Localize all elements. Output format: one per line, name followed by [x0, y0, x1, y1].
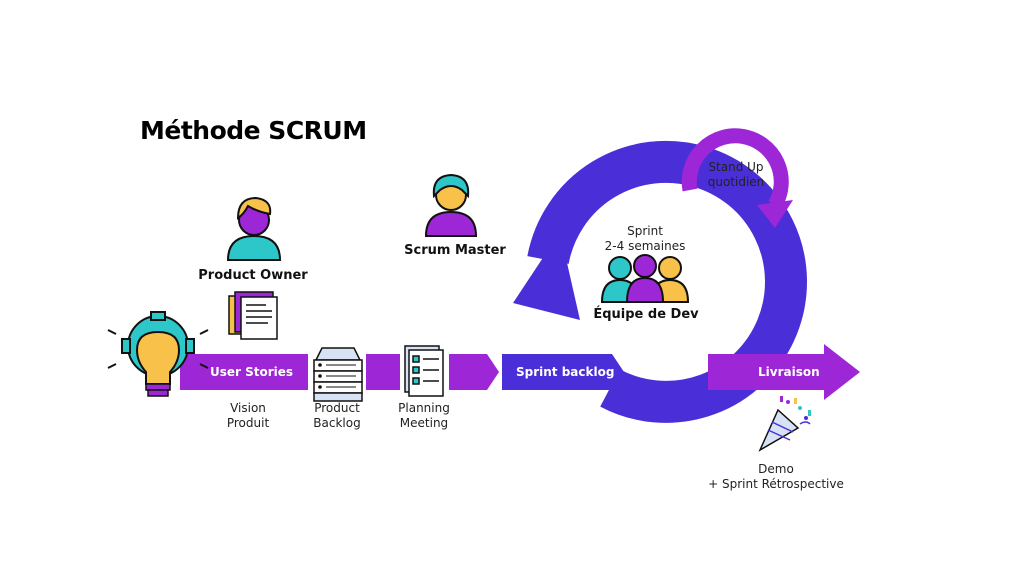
- user-stories-label: User Stories: [210, 365, 294, 379]
- vision-caption-line2: Produit: [226, 416, 270, 430]
- product-owner-label: Product Owner: [198, 268, 308, 283]
- scrum-master-label: Scrum Master: [404, 243, 506, 258]
- sprint-cycle-arrow: [513, 140, 807, 423]
- idea-lightbulb-icon: [107, 311, 209, 397]
- standup-label-line1: Stand Up: [708, 160, 764, 174]
- standup-label-line2: quotidien: [707, 175, 765, 189]
- planning-checklist-icon: [404, 345, 444, 397]
- documents-icon: [228, 291, 278, 340]
- party-popper-icon: [758, 396, 811, 452]
- product-backlog-server-icon: [313, 347, 363, 402]
- sprint-backlog-label: Sprint backlog: [516, 365, 615, 379]
- livraison-label: Livraison: [758, 365, 820, 379]
- planning-caption-line1: Planning: [398, 401, 450, 415]
- dev-team-label: Équipe de Dev: [593, 307, 699, 322]
- planning-caption-line2: Meeting: [399, 416, 449, 430]
- vision-caption-line1: Vision: [230, 401, 266, 415]
- sprint-label-line1: Sprint: [627, 224, 663, 238]
- product-owner-avatar: [226, 196, 282, 261]
- scrum-master-avatar: [424, 173, 478, 237]
- dev-team-avatars: [600, 254, 690, 303]
- backlog-caption-line2: Backlog: [313, 416, 361, 430]
- page-title: Méthode SCRUM: [140, 116, 367, 145]
- flow-bar: [180, 344, 860, 400]
- backlog-caption-line1: Product: [314, 401, 360, 415]
- sprint-label-line2: 2-4 semaines: [604, 239, 686, 253]
- demo-caption-line1: Demo: [758, 462, 794, 476]
- standup-cycle-arrow: [681, 128, 793, 228]
- demo-caption-line2: + Sprint Rétrospective: [708, 477, 844, 491]
